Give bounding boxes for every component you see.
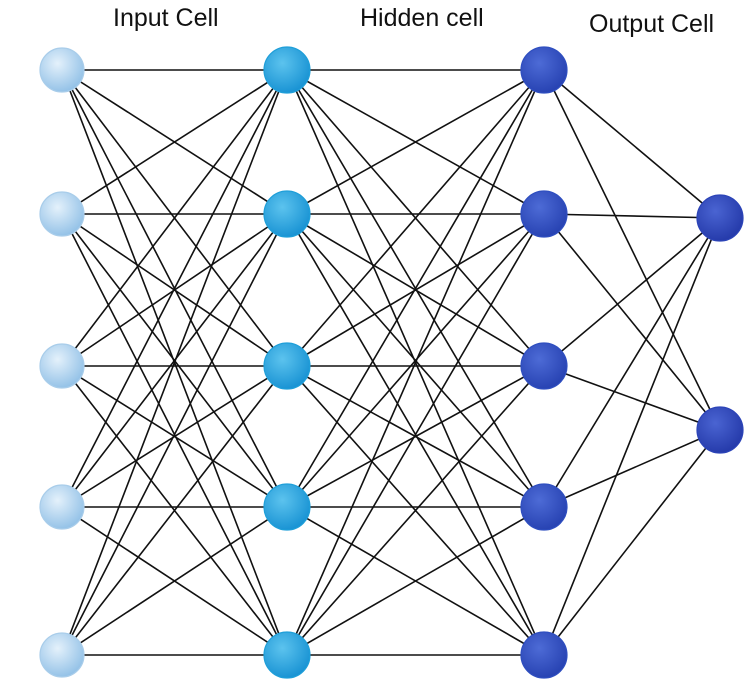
input-node-3 xyxy=(39,343,85,389)
connection-input-4-to-hidden1-1 xyxy=(61,213,288,656)
connection-input-4-to-hidden1-3 xyxy=(61,506,288,656)
connection-hidden1-4-to-hidden2-1 xyxy=(286,213,545,656)
connection-hidden2-1-to-output-0 xyxy=(543,213,721,219)
connection-hidden1-2-to-hidden2-0 xyxy=(286,69,545,367)
connection-hidden1-3-to-hidden2-1 xyxy=(286,213,545,508)
output-node-1 xyxy=(696,194,744,242)
hidden2-node-4 xyxy=(520,483,568,531)
connection-hidden2-2-to-output-1 xyxy=(543,365,721,431)
hidden2-node-5 xyxy=(520,631,568,679)
connection-hidden2-0-to-output-1 xyxy=(543,69,721,431)
hidden2-node-1 xyxy=(520,46,568,94)
connection-input-3-to-hidden1-0 xyxy=(61,69,288,508)
connection-input-4-to-hidden1-2 xyxy=(61,365,288,656)
connection-input-1-to-hidden1-0 xyxy=(61,69,288,215)
connection-hidden2-4-to-output-0 xyxy=(543,217,721,656)
connection-hidden1-3-to-hidden2-2 xyxy=(286,365,545,508)
connection-hidden1-4-to-hidden2-0 xyxy=(286,69,545,656)
connection-hidden2-3-to-output-0 xyxy=(543,217,721,508)
connection-hidden1-1-to-hidden2-0 xyxy=(286,69,545,215)
connection-lines xyxy=(61,69,721,656)
connection-hidden2-1-to-output-1 xyxy=(543,213,721,431)
input-node-5 xyxy=(39,632,85,678)
hidden1-node-4 xyxy=(263,483,311,531)
input-node-4 xyxy=(39,484,85,530)
output-layer-label: Output Cell xyxy=(589,10,715,38)
connection-hidden1-4-to-hidden2-3 xyxy=(286,506,545,656)
connection-input-2-to-hidden1-0 xyxy=(61,69,288,367)
hidden2-node-3 xyxy=(520,342,568,390)
hidden-layer-label: Hidden cell xyxy=(360,4,484,32)
output-node-2 xyxy=(696,406,744,454)
connection-hidden1-3-to-hidden2-0 xyxy=(286,69,545,508)
hidden1-node-3 xyxy=(263,342,311,390)
connection-hidden2-2-to-output-0 xyxy=(543,217,721,367)
connection-hidden1-4-to-hidden2-2 xyxy=(286,365,545,656)
hidden1-node-2 xyxy=(263,190,311,238)
connection-hidden2-4-to-output-1 xyxy=(543,429,721,656)
hidden2-node-2 xyxy=(520,190,568,238)
connection-hidden2-3-to-output-1 xyxy=(543,429,721,508)
neuron-nodes xyxy=(39,46,744,679)
input-layer-label: Input Cell xyxy=(113,4,219,32)
input-node-1 xyxy=(39,47,85,93)
connection-hidden2-0-to-output-0 xyxy=(543,69,721,219)
connection-input-4-to-hidden1-0 xyxy=(61,69,288,656)
hidden1-node-5 xyxy=(263,631,311,679)
hidden1-node-1 xyxy=(263,46,311,94)
connection-input-3-to-hidden1-2 xyxy=(61,365,288,508)
input-node-2 xyxy=(39,191,85,237)
